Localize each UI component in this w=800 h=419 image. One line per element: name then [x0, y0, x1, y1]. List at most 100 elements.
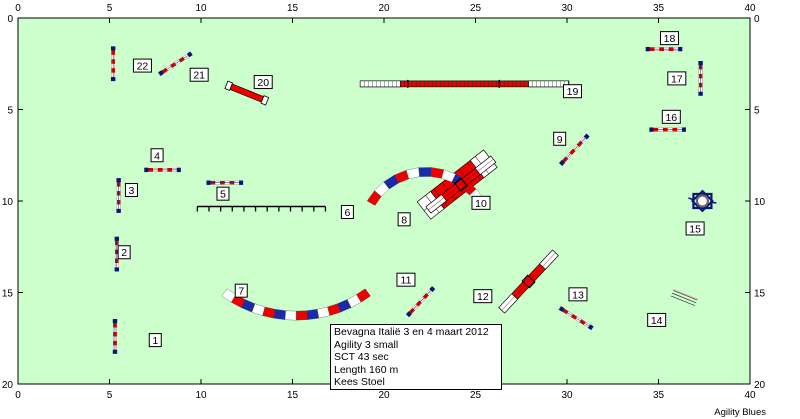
x-tick-label: 30 [561, 390, 573, 401]
label-number: 17 [671, 73, 683, 85]
tunnel-segment [418, 167, 432, 177]
seesaw-centerline [428, 159, 494, 211]
x-tick-label: 25 [470, 3, 482, 14]
x-tick-label: 0 [15, 390, 21, 401]
x-tick-label: 40 [744, 3, 756, 14]
hurdle-base [407, 287, 434, 316]
tire-leg [688, 197, 695, 201]
y-tick-label: 10 [2, 197, 14, 208]
label-number: 7 [238, 286, 244, 298]
hurdle-obstacle-18 [645, 46, 683, 52]
label-number: 16 [665, 112, 677, 124]
obstacle-label-22: 22 [132, 58, 152, 73]
tunnel-segment [284, 310, 297, 321]
obstacle-label-2: 2 [117, 245, 131, 260]
wall-edge [673, 288, 698, 300]
info-length: Length 160 m [334, 363, 399, 376]
y-tick-label: 15 [754, 289, 766, 300]
course-info-box: Bevagna Italië 3 en 4 maart 2012 Agility… [330, 324, 502, 390]
x-tick-label: 20 [378, 3, 390, 14]
obstacle-label-11: 11 [396, 272, 416, 287]
obstacle-label-14: 14 [647, 312, 667, 327]
label-number: 2 [121, 247, 127, 259]
obstacle-label-12: 12 [473, 289, 493, 304]
label-box [667, 71, 687, 86]
tire-ring [695, 194, 710, 208]
tunnel-obstacle-8 [366, 167, 485, 206]
x-tick-label: 35 [653, 390, 665, 401]
hurdle-obstacle-4 [144, 167, 181, 173]
label-number: 9 [557, 134, 563, 146]
info-sct: SCT 43 sec [334, 351, 389, 364]
label-box [471, 195, 491, 210]
hurdle-obstacle-13 [558, 306, 594, 331]
y-tick-label: 5 [754, 106, 760, 117]
obstacle-label-16: 16 [661, 109, 681, 124]
label-number: 4 [154, 150, 160, 162]
obstacle-label-18: 18 [659, 31, 679, 46]
obstacle-label-3: 3 [124, 183, 138, 198]
label-box [148, 333, 162, 348]
obstacle-label-17: 17 [667, 71, 687, 86]
x-tick-label: 5 [107, 3, 113, 14]
hurdle-obstacle-9 [558, 133, 590, 166]
x-tick-label: 40 [744, 390, 756, 401]
label-number: 14 [651, 315, 663, 327]
wall-obstacle-14 [670, 288, 698, 306]
obstacle-label-4: 4 [150, 148, 164, 163]
obstacle-label-21: 21 [189, 67, 209, 82]
label-number: 6 [344, 207, 350, 219]
obstacle-label-7: 7 [234, 283, 248, 298]
label-number: 15 [689, 223, 701, 235]
label-box [117, 245, 131, 260]
label-box [473, 289, 493, 304]
long-jump-end [224, 80, 234, 91]
obstacle-label-13: 13 [568, 287, 588, 302]
long-jump-20 [224, 80, 270, 106]
label-number: 12 [477, 291, 489, 303]
hurdle-base [560, 134, 589, 165]
tunnel-segment [273, 309, 286, 320]
hurdle-obstacle-16 [649, 127, 686, 132]
hurdle-obstacle-1 [112, 319, 118, 354]
label-number: 20 [257, 77, 269, 89]
hurdle-base [559, 307, 593, 329]
tunnel-segment [296, 310, 308, 321]
obstacle-label-10: 10 [471, 195, 491, 210]
wall-bar [671, 292, 697, 304]
hurdle-obstacle-5 [206, 180, 244, 185]
seesaw-centerline [501, 252, 556, 311]
obstacle-label-8: 8 [397, 212, 411, 227]
contact-obstacle-12 [498, 249, 559, 314]
hurdle-obstacle-21 [158, 51, 193, 77]
obstacle-label-20: 20 [253, 75, 273, 90]
x-tick-label: 20 [378, 390, 390, 401]
y-tick-label: 10 [754, 197, 766, 208]
info-class: Agility 3 small [334, 338, 399, 351]
label-box [132, 58, 152, 73]
hurdle-obstacle-22 [110, 46, 116, 82]
label-box [562, 84, 582, 99]
tunnel-obstacle-7 [221, 288, 371, 321]
label-box [568, 287, 588, 302]
label-box [397, 212, 411, 227]
label-number: 11 [401, 275, 412, 287]
label-box [150, 148, 164, 163]
y-tick-label: 20 [2, 380, 14, 391]
label-number: 3 [129, 185, 135, 197]
label-box [234, 283, 248, 298]
hurdle-obstacle-2 [114, 236, 120, 272]
label-number: 13 [572, 289, 584, 301]
y-tick-label: 15 [2, 289, 14, 300]
label-number: 18 [664, 33, 676, 45]
label-box [553, 131, 567, 146]
label-box [396, 272, 416, 287]
x-tick-label: 35 [653, 3, 665, 14]
tunnel-segment [306, 309, 319, 320]
hurdle-base [159, 53, 192, 75]
x-tick-label: 15 [287, 3, 299, 14]
label-number: 21 [193, 70, 205, 82]
